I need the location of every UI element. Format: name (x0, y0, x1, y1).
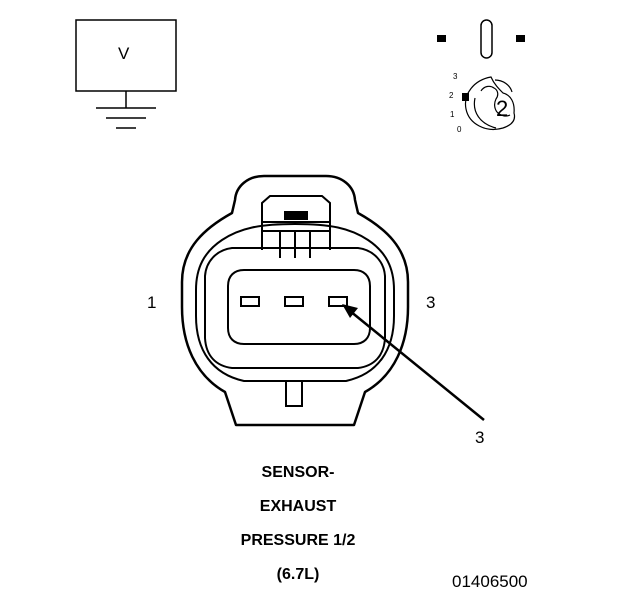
pin-1 (240, 296, 260, 307)
pin-label-right: 3 (426, 293, 436, 312)
caption-line-4: (6.7L) (276, 566, 320, 583)
rotary-knob-icon (464, 76, 516, 130)
probe-slot-icon (480, 19, 493, 59)
locking-tab (261, 195, 331, 258)
voltmeter-label: V (118, 44, 130, 63)
selector-selected-value: 2 (496, 96, 509, 121)
pin-2 (284, 296, 304, 307)
selector-position-3: 3 (453, 72, 458, 81)
pin-label-left: 1 (147, 293, 157, 312)
keying-notch (285, 381, 303, 407)
figure-id: 01406500 (452, 572, 528, 591)
connector-seal-ring (204, 247, 386, 369)
terminal-cavity (227, 269, 371, 345)
caption-line-1: SENSOR- (261, 464, 335, 481)
selector-position-1: 1 (450, 110, 455, 119)
left-terminal-icon (437, 35, 446, 42)
pin-3 (328, 296, 348, 307)
selector-indicator-icon (462, 93, 469, 101)
selector-position-0: 0 (457, 125, 462, 134)
connector-caption: SENSOR- EXHAUST PRESSURE 1/2 (6.7L) (200, 456, 396, 592)
connector-inner-ring (195, 222, 395, 382)
selector-position-2: 2 (449, 91, 454, 100)
ground-icon (96, 91, 156, 129)
right-terminal-icon (516, 35, 525, 42)
caption-line-3: PRESSURE 1/2 (240, 532, 356, 549)
callout-arrow-icon (342, 304, 485, 421)
callout-label: 3 (475, 428, 485, 447)
caption-line-2: EXHAUST (259, 498, 337, 515)
